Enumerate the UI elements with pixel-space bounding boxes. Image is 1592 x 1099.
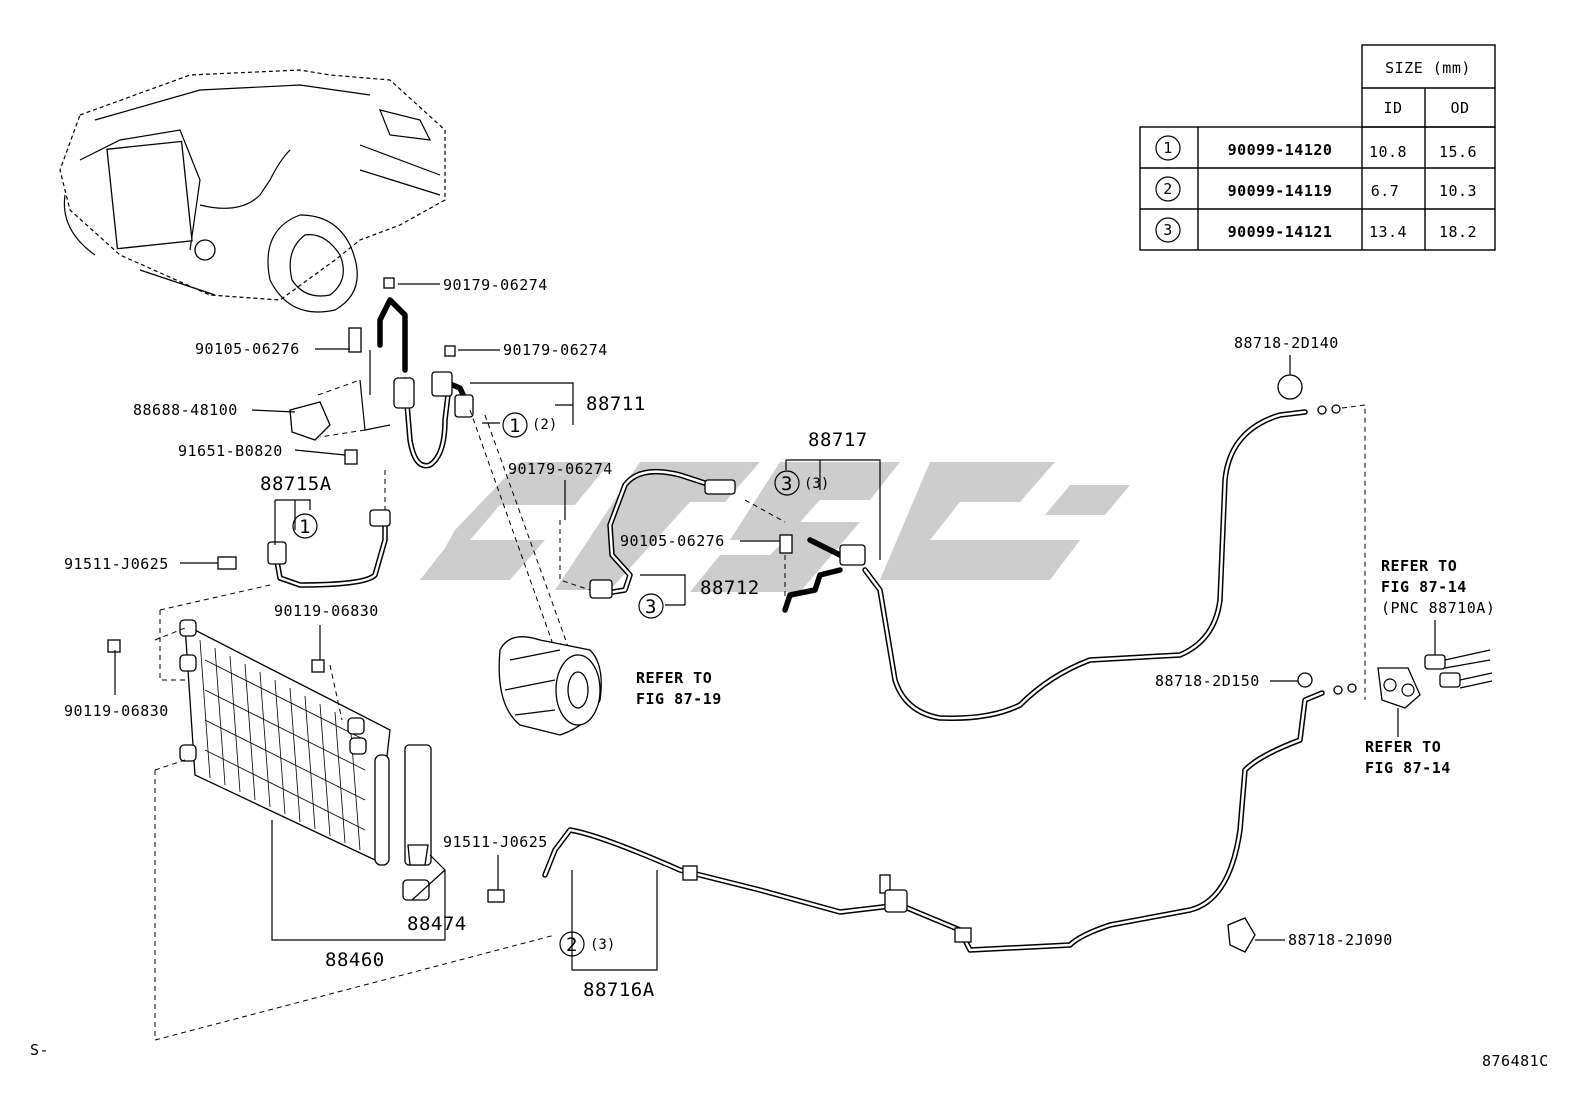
table-row-1-id: 10.8 [1369,143,1407,161]
label-91511-j0625-b: 91511-J0625 [443,833,548,851]
label-88715a: 88715A [260,473,332,495]
label-88716a: 88716A [583,979,655,1001]
label-refer-87-14b-line2: FIG 87-14 [1365,759,1451,777]
table-row-3-od: 18.2 [1439,223,1477,241]
label-90105-06276-b: 90105-06276 [620,532,725,550]
table-row-2-mark: 2 [1163,180,1173,198]
label-88717-qty: (3) [804,476,829,492]
label-88718-2d140: 88718-2D140 [1234,334,1339,352]
label-refer-87-14a-line1: REFER TO [1381,557,1457,575]
ring-2-a [559,931,585,957]
label-91511-j0625-a: 91511-J0625 [64,555,169,573]
footer-left-code: S- [30,1041,49,1059]
compressor [498,636,602,736]
table-row-1-part: 90099-14120 [1228,141,1333,159]
ring-1-a [502,412,528,438]
label-88688-48100: 88688-48100 [133,401,238,419]
figure-id: 876481C [1482,1052,1549,1070]
label-90179-06274-a: 90179-06274 [443,276,548,294]
ring-3-a-text: 3 [781,473,793,495]
table-row-2-id: 6.7 [1371,182,1400,200]
table-header-id: ID [1383,99,1402,117]
label-90179-06274-c: 90179-06274 [508,460,613,478]
label-refer-87-19-line1: REFER TO [636,669,712,687]
ring-3-b-text: 3 [645,596,657,618]
part-number-labels: 90179-06274 90105-06276 90179-06274 8868… [64,276,1495,1001]
table-ring-3 [1155,217,1181,243]
label-88717: 88717 [808,429,868,451]
table-ring-1 [1155,135,1181,161]
ring-1-a-text: 1 [509,415,521,437]
label-88718-2d150: 88718-2D150 [1155,672,1260,690]
label-90105-06276-a: 90105-06276 [195,340,300,358]
table-row-3-id: 13.4 [1369,223,1407,241]
cooler-lines [487,374,1493,953]
suction-hose-assembly [559,468,866,613]
table-row-2-part: 90099-14119 [1228,182,1333,200]
discharge-hose-assembly [217,277,581,681]
condenser [107,584,556,1041]
table-row-3-part: 90099-14121 [1228,223,1333,241]
table-row-2-od: 10.3 [1439,182,1477,200]
ring-2-a-text: 2 [566,934,578,956]
ring-callouts: 1 1 3 3 2 [292,412,800,957]
table-header-size: SIZE (mm) [1385,59,1471,77]
label-refer-87-14a-line3: (PNC 88710A) [1381,599,1495,617]
label-90119-06830-a: 90119-06830 [274,602,379,620]
label-88474: 88474 [407,913,467,935]
size-table: SIZE (mm) ID OD 1 90099-14120 10.8 15.6 … [1139,44,1496,251]
ring-3-a [774,470,800,496]
label-refer-87-19-line2: FIG 87-19 [636,690,722,708]
label-88718-2j090: 88718-2J090 [1288,931,1393,949]
table-row-3-mark: 3 [1163,221,1173,239]
label-88716a-qty: (3) [590,937,615,953]
table-header-od: OD [1450,99,1469,117]
label-90119-06830-b: 90119-06830 [64,702,169,720]
table-ring-2 [1155,176,1181,202]
label-88711: 88711 [586,393,646,415]
table-row-1-od: 15.6 [1439,143,1477,161]
leader-lines [114,283,1436,971]
label-91651-b0820: 91651-B0820 [178,442,283,460]
label-88711-qty: (2) [532,417,557,433]
label-88712: 88712 [700,577,760,599]
vehicle-sketch [59,69,446,313]
table-row-1-mark: 1 [1163,139,1173,157]
ring-1-b [292,513,318,539]
label-90179-06274-b: 90179-06274 [503,341,608,359]
label-88460: 88460 [325,949,385,971]
label-refer-87-14b-line1: REFER TO [1365,738,1441,756]
label-refer-87-14a-line2: FIG 87-14 [1381,578,1467,596]
ring-1-b-text: 1 [299,516,311,538]
ring-3-b [638,593,664,619]
